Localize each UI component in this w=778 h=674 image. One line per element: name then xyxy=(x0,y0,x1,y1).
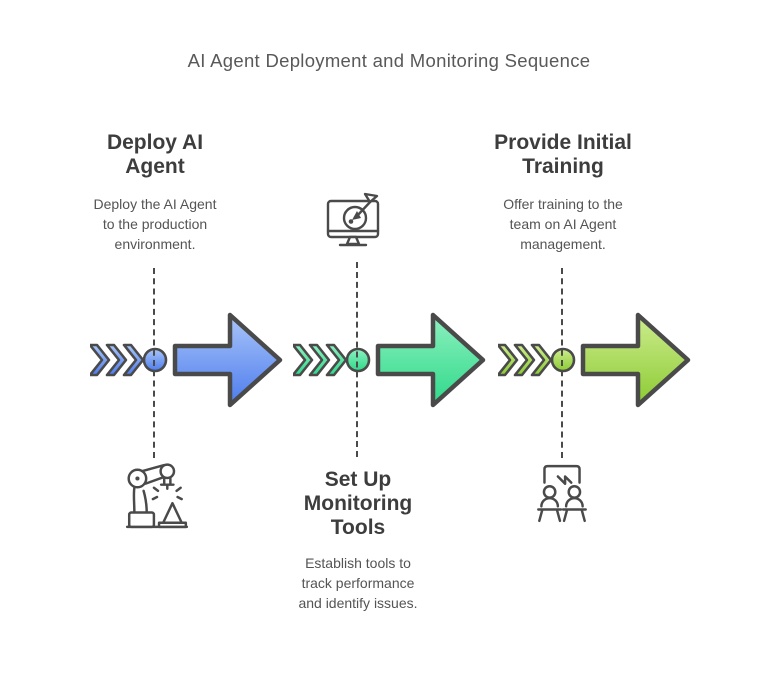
chevron-icon xyxy=(308,343,331,377)
monitor-stand xyxy=(345,235,361,246)
chevron-icon xyxy=(513,343,536,377)
step-1-connector-line xyxy=(153,268,155,458)
work-platform xyxy=(157,521,188,529)
screen-pointer-line xyxy=(556,475,573,485)
arrow-icon xyxy=(172,312,283,408)
arrow-icon xyxy=(580,312,691,408)
step-2-connector-line xyxy=(356,262,358,457)
robot-wrist xyxy=(159,463,176,480)
step-2-description: Establish tools to track performance and… xyxy=(298,555,418,611)
chevron-icon xyxy=(105,343,128,377)
presentation-screen xyxy=(543,464,581,484)
spark-lines xyxy=(151,486,183,501)
step-1-heading: Deploy AI Agent xyxy=(106,131,204,178)
robot-effector xyxy=(159,477,175,491)
person-shoulders xyxy=(540,496,560,508)
page-title: AI Agent Deployment and Monitoring Seque… xyxy=(187,50,591,71)
person-head xyxy=(542,485,557,499)
chevron-icon xyxy=(325,343,348,377)
desk xyxy=(537,508,563,523)
monitor-target-icon xyxy=(326,192,380,247)
dart-head xyxy=(352,211,361,220)
milestone-dot xyxy=(550,347,576,373)
step-1-flow-arrow xyxy=(90,312,283,408)
step-2-heading: Set Up Monitoring Tools xyxy=(303,468,413,539)
step-3-heading: Provide Initial Training xyxy=(494,131,632,178)
robot-arm-icon xyxy=(125,463,189,529)
step-2-flow-arrow xyxy=(293,312,486,408)
chevron-icon xyxy=(90,343,111,377)
desk xyxy=(561,508,587,523)
person-head xyxy=(567,485,582,499)
step-1-description: Deploy the AI Agent to the production en… xyxy=(93,196,217,252)
chevron-icon xyxy=(530,343,553,377)
training-audience-icon xyxy=(537,464,587,523)
step-3-description: Offer training to the team on AI Agent m… xyxy=(503,196,623,252)
chevron-icon xyxy=(498,343,519,377)
robot-neck xyxy=(142,489,148,514)
dart-fletching xyxy=(363,192,379,204)
arrow-icon xyxy=(375,312,486,408)
work-cone xyxy=(161,501,183,524)
robot-joint-dot xyxy=(135,476,140,481)
chevron-icon xyxy=(122,343,145,377)
chevron-icon xyxy=(293,343,314,377)
robot-base xyxy=(127,511,156,529)
milestone-dot xyxy=(345,347,371,373)
milestone-dot xyxy=(142,347,168,373)
step-3-connector-line xyxy=(561,268,563,458)
person-shoulders xyxy=(564,496,584,508)
target-hit-dot xyxy=(348,219,354,224)
step-3-flow-arrow xyxy=(498,312,691,408)
